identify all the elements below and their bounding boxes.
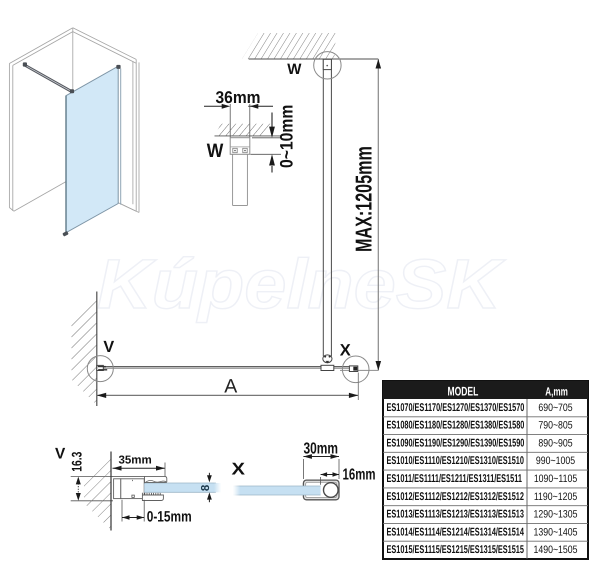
- svg-text:ES1010/ES1110/ES1210/ES1310/ES: ES1010/ES1110/ES1210/ES1310/ES1510: [387, 455, 524, 467]
- svg-text:1190~1205: 1190~1205: [534, 491, 577, 503]
- svg-text:A,mm: A,mm: [545, 384, 568, 398]
- svg-text:ES1011/ES1111/ES1211/ES1311/ES: ES1011/ES1111/ES1211/ES1311/ES1511: [387, 473, 522, 485]
- svg-text:W: W: [207, 140, 224, 162]
- svg-text:790~805: 790~805: [538, 420, 572, 432]
- svg-text:8: 8: [200, 484, 212, 491]
- svg-text:30mm: 30mm: [304, 441, 339, 458]
- svg-text:36mm: 36mm: [216, 88, 261, 107]
- svg-text:ES1070/ES1170/ES1270/ES1370/ES: ES1070/ES1170/ES1270/ES1370/ES1570: [387, 402, 525, 414]
- svg-text:V: V: [103, 338, 114, 356]
- svg-text:16mm: 16mm: [343, 467, 376, 484]
- svg-text:690~705: 690~705: [538, 402, 572, 414]
- svg-text:890~905: 890~905: [538, 437, 572, 449]
- svg-text:35mm: 35mm: [119, 455, 152, 467]
- svg-text:1090~1105: 1090~1105: [534, 473, 577, 485]
- svg-text:ES1014/ES1114/ES1214/ES1314/ES: ES1014/ES1114/ES1214/ES1314/ES1514: [387, 526, 525, 538]
- svg-text:MODEL: MODEL: [448, 385, 479, 399]
- svg-text:W: W: [287, 61, 302, 78]
- svg-text:ES1080/ES1180/ES1280/ES1380/ES: ES1080/ES1180/ES1280/ES1380/ES1580: [387, 420, 525, 432]
- svg-text:1490~1505: 1490~1505: [533, 544, 577, 556]
- svg-text:ES1015/ES1115/ES1215/ES1315/ES: ES1015/ES1115/ES1215/ES1315/ES1515: [387, 544, 524, 556]
- svg-text:X: X: [232, 460, 246, 479]
- svg-text:MAX:1205mm: MAX:1205mm: [351, 146, 377, 252]
- svg-text:A: A: [224, 376, 237, 398]
- svg-text:X: X: [340, 341, 351, 359]
- svg-text:1290~1305: 1290~1305: [533, 509, 577, 521]
- svg-text:16.3: 16.3: [69, 452, 85, 472]
- svg-text:1390~1405: 1390~1405: [533, 526, 577, 538]
- svg-text:ES1013/ES1113/ES1213/ES1313/ES: ES1013/ES1113/ES1213/ES1313/ES1513: [387, 509, 524, 521]
- svg-text:V: V: [55, 445, 66, 462]
- svg-text:0-15mm: 0-15mm: [147, 509, 192, 526]
- svg-text:ES1012/ES1112/ES1212/ES1312/ES: ES1012/ES1112/ES1212/ES1312/ES1512: [387, 491, 524, 503]
- svg-text:0~10mm: 0~10mm: [276, 105, 296, 168]
- svg-text:990~1005: 990~1005: [536, 455, 575, 467]
- svg-text:ES1090/ES1190/ES1290/ES1390/ES: ES1090/ES1190/ES1290/ES1390/ES1590: [387, 437, 525, 449]
- svg-text:KúpelneSK: KúpelneSK: [97, 245, 506, 323]
